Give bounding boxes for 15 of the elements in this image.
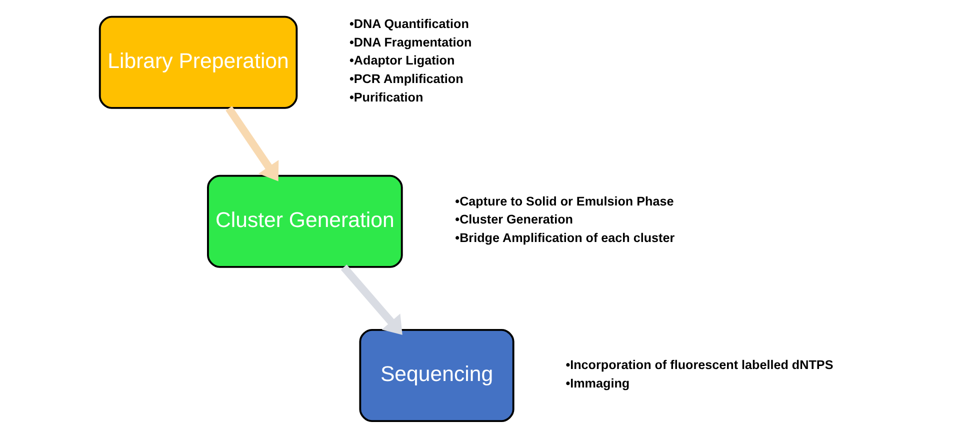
- node-label: •PCR Amplification: [349, 72, 463, 86]
- node-label: •DNA Fragmentation: [349, 35, 472, 50]
- node-label: •Capture to Solid or Emulsion Phase: [454, 194, 674, 208]
- node-label: •Cluster Generation: [454, 212, 572, 227]
- node-label: •Adaptor Ligation: [349, 54, 454, 68]
- node-label: •Purification: [349, 90, 423, 105]
- arrow: [340, 264, 402, 335]
- node-box: Cluster Generation: [206, 174, 402, 268]
- node-label: •Immaging: [565, 376, 630, 391]
- node-label: •Incorporation of fluorescent labelled dNTPS: [565, 358, 833, 372]
- node-label: •DNA Quantification: [349, 16, 468, 31]
- node-label: •Bridge Amplification of each cluster: [454, 231, 674, 246]
- node-box: Sequencing: [358, 328, 514, 422]
- node-box: Library Preperation: [98, 16, 298, 109]
- arrow: [225, 106, 278, 182]
